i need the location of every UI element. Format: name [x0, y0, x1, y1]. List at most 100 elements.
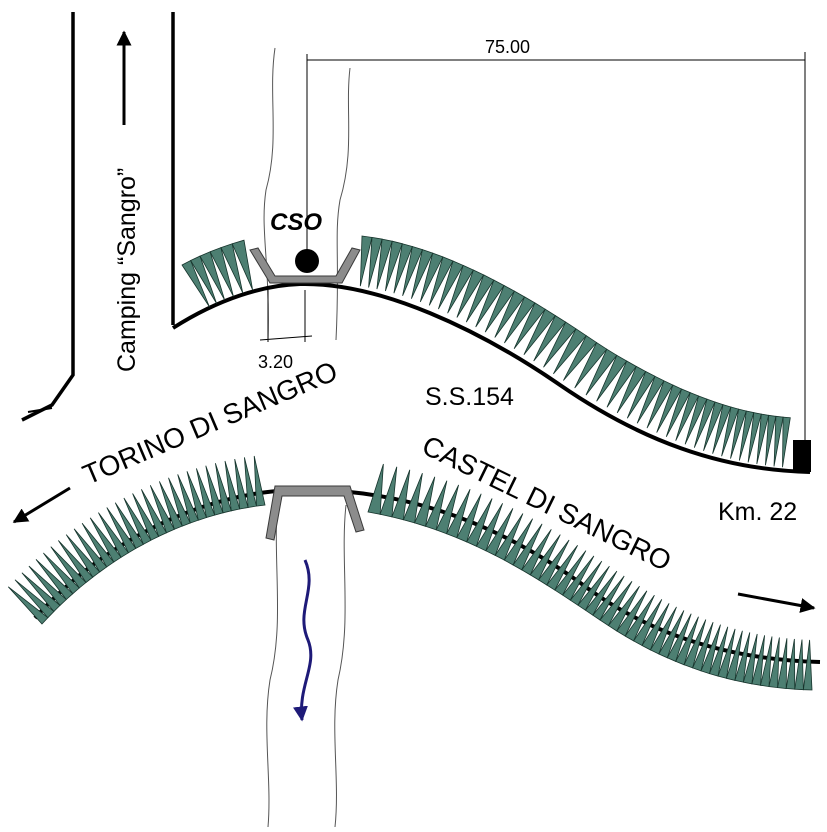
embankment-tooth [747, 412, 762, 463]
embankment-tooth [159, 481, 183, 530]
embankment-tooth [738, 410, 755, 461]
embankment-tooth [646, 380, 674, 429]
embankment-tooth [231, 239, 253, 290]
torino-label: TORINO DI SANGRO [78, 355, 342, 490]
embankment-tooth [106, 507, 137, 554]
embankment-tooth [89, 517, 122, 563]
embankment-tooth [553, 328, 587, 375]
embankment-tooth [641, 603, 670, 651]
embankment-tooth [533, 315, 567, 362]
embankment-tooth [768, 637, 780, 689]
dimension-width [259, 290, 313, 342]
embankment-tooth [209, 247, 234, 297]
embankment-upper-right [359, 235, 791, 468]
camping-label: Camping “Sangro” [113, 168, 141, 372]
embankment-tooth [802, 639, 813, 691]
embankment-tooth [484, 284, 515, 333]
embankment-tooth [466, 498, 493, 547]
embankment-tooth [220, 243, 244, 294]
embankment-tooth [584, 570, 618, 616]
embankment-tooth [521, 529, 552, 576]
embankment-tooth [616, 365, 647, 414]
embankment-tooth [149, 485, 175, 534]
embankment-tooth [513, 302, 546, 350]
embankment-tooth [765, 414, 777, 466]
embankment-tooth [756, 413, 770, 465]
embankment-tooth [253, 455, 266, 507]
embankment-tooth [574, 342, 608, 389]
embankment-tooth [244, 457, 257, 508]
embankment-tooth [177, 474, 199, 524]
embankment-tooth [190, 255, 217, 304]
embankment-tooth [494, 290, 526, 338]
embankment-tooth [675, 616, 699, 666]
embankment-tooth [43, 552, 80, 595]
embankment-tooth [636, 375, 665, 424]
camping-road-end-tick [27, 407, 53, 413]
embankment-tooth [494, 513, 524, 561]
embankment-tooth [376, 238, 393, 290]
embankment-tooth [666, 613, 692, 662]
embankment-tooth [385, 240, 403, 292]
embankment-lower-left [8, 455, 266, 625]
river-bank-upper-right [335, 67, 351, 341]
embankment-tooth [419, 252, 444, 303]
embankment-tooth [393, 243, 413, 294]
embankment-tooth [224, 460, 241, 512]
embankment-tooth [181, 259, 210, 308]
embankment-tooth [504, 296, 536, 344]
embankment-tooth [658, 610, 685, 659]
embankment-tooth [435, 484, 459, 535]
river-bank-lower-left [266, 494, 279, 828]
embankment-tooth [368, 236, 383, 288]
bridge-upper [249, 247, 361, 284]
embankment-tooth [599, 581, 633, 627]
embankment-tooth [428, 256, 454, 306]
embankment-tooth [596, 354, 628, 402]
embankment-tooth [703, 401, 724, 451]
embankment-tooth [359, 235, 373, 287]
embankment-tooth [751, 635, 765, 686]
embankment-tooth [562, 555, 595, 601]
embankment-tooth [760, 636, 773, 688]
river-bank-lower-right [334, 504, 347, 828]
embankment-tooth [186, 471, 208, 521]
embankment-tooth [424, 480, 448, 531]
embankment-tooth [199, 251, 225, 301]
embankment-tooth [485, 508, 514, 556]
embankment-tooth [782, 416, 791, 468]
embankment-tooth [794, 639, 804, 691]
embankment-tooth [73, 528, 108, 573]
embankment-tooth [675, 392, 700, 441]
embankment-tooth [606, 360, 637, 408]
camping-road [21, 12, 175, 422]
embankment-tooth [465, 274, 495, 323]
embankment-tooth [683, 619, 707, 669]
embankment-tooth [607, 585, 640, 632]
embankment-tooth [616, 590, 648, 637]
embankment-tooth [700, 624, 721, 675]
embankment-tooth [569, 560, 603, 606]
river-bank-upper-left [263, 47, 276, 341]
embankment-tooth [585, 348, 618, 396]
embankment-tooth [656, 384, 683, 433]
embankment-tooth [58, 540, 94, 584]
embankment-tooth [725, 630, 743, 681]
embankment-tooth [708, 626, 729, 677]
embankment-tooth [665, 388, 691, 437]
embankment-tooth [411, 249, 434, 299]
embankment-tooth [712, 404, 732, 454]
embankment-tooth [475, 503, 503, 552]
embankment-tooth [554, 550, 587, 596]
embankment-tooth [538, 539, 570, 586]
embankment-tooth [14, 579, 55, 619]
km-label: Km. 22 [718, 498, 797, 526]
embankment-tooth [546, 545, 578, 591]
embankment-tooth [215, 463, 232, 514]
torino-arrow-icon [12, 486, 71, 524]
embankment-tooth [730, 408, 747, 459]
embankment-tooth [649, 606, 677, 655]
bridge-lower [265, 485, 365, 541]
embankment-tooth [721, 406, 740, 457]
